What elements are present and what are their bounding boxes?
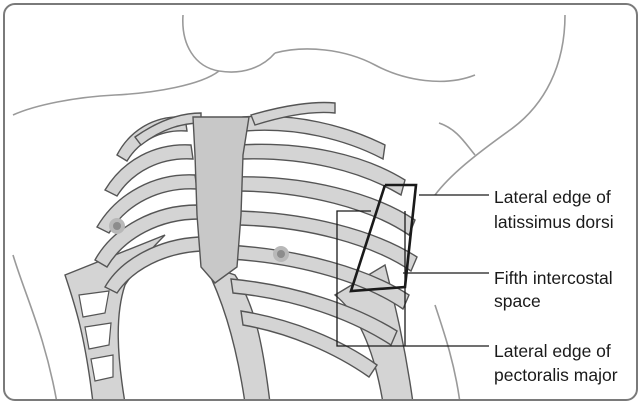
label-latissimus-line1: Lateral edge of <box>494 186 611 208</box>
label-intercostal-line2: space <box>494 290 541 312</box>
label-pectoralis-line1: Lateral edge of <box>494 340 611 362</box>
label-latissimus-line2: latissimus dorsi <box>494 211 614 233</box>
label-intercostal-line1: Fifth intercostal <box>494 267 613 289</box>
label-pectoralis-line2: pectoralis major <box>494 364 618 386</box>
diagram-frame: Lateral edge of latissimus dorsi Fifth i… <box>3 3 638 401</box>
